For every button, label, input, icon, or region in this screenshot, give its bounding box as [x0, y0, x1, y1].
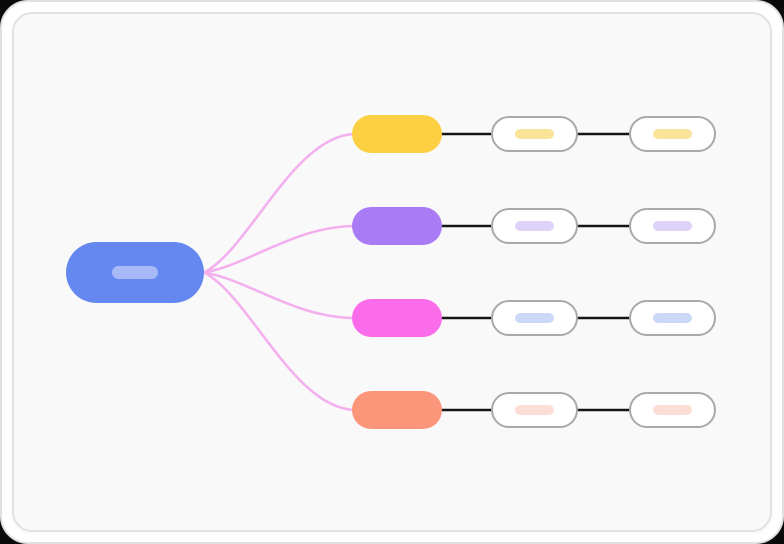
- branch-purple-child-text-bar-1: [515, 221, 554, 231]
- branch-pink-child-text-bar-1: [515, 313, 554, 323]
- branch-pink-child-text-bar-2: [653, 313, 692, 323]
- branch-yellow-node[interactable]: [352, 115, 442, 153]
- branch-orange-child-text-bar-2: [653, 405, 692, 415]
- branch-orange-child-node-2[interactable]: [629, 392, 716, 428]
- branch-purple-child-node-2[interactable]: [629, 208, 716, 244]
- branch-pink-child-node-1[interactable]: [491, 300, 578, 336]
- branch-purple-child-text-bar-2: [653, 221, 692, 231]
- branch-purple-child-node-1[interactable]: [491, 208, 578, 244]
- branch-yellow-child-text-bar-2: [653, 129, 692, 139]
- root-text-bar: [112, 266, 158, 279]
- branch-orange-child-text-bar-1: [515, 405, 554, 415]
- branch-pink-node[interactable]: [352, 299, 442, 337]
- branch-yellow-child-text-bar-1: [515, 129, 554, 139]
- branch-yellow-child-node-2[interactable]: [629, 116, 716, 152]
- branch-pink-child-node-2[interactable]: [629, 300, 716, 336]
- mindmap-root-node[interactable]: [66, 242, 204, 303]
- branch-orange-node[interactable]: [352, 391, 442, 429]
- branch-yellow-child-node-1[interactable]: [491, 116, 578, 152]
- branch-orange-child-node-1[interactable]: [491, 392, 578, 428]
- branch-purple-node[interactable]: [352, 207, 442, 245]
